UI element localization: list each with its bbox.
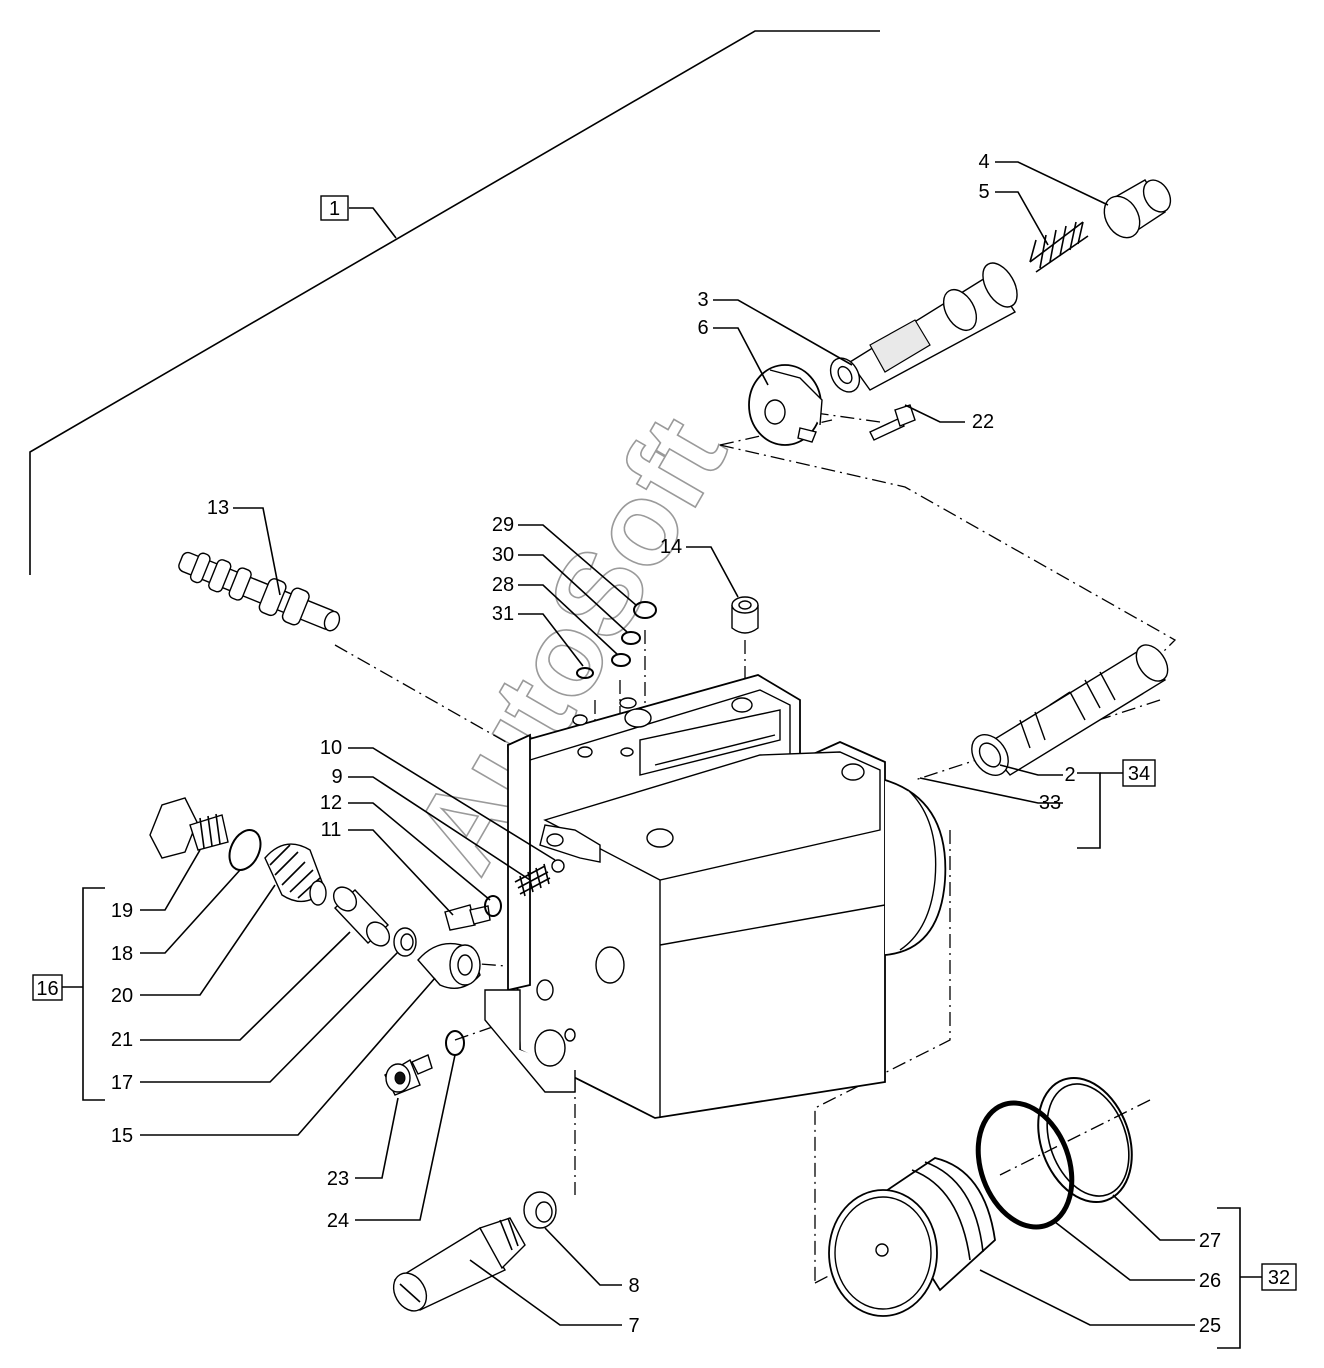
assembly-label-16: 16 — [32, 974, 63, 1001]
part-15-valve-seat — [417, 942, 481, 989]
bracket-32 — [1217, 1207, 1262, 1349]
callout-19: 19 — [111, 900, 133, 922]
callout-24: 24 — [327, 1210, 349, 1232]
callout-31: 31 — [492, 603, 514, 625]
assembly-label-34: 34 — [1122, 759, 1156, 787]
callout-15: 15 — [111, 1125, 133, 1147]
svg-text:16: 16 — [36, 978, 58, 1000]
callout-10: 10 — [320, 737, 342, 759]
part-3-spool — [829, 262, 1018, 393]
assembly-label-1: 1 — [320, 195, 349, 221]
callout-13: 13 — [207, 497, 229, 519]
callout-2: 2 — [1064, 764, 1075, 786]
o-rings-top — [576, 601, 657, 679]
callout-28: 28 — [492, 574, 514, 596]
callout-26: 26 — [1199, 1270, 1221, 1292]
callout-14: 14 — [660, 536, 682, 558]
part-21-sleeve — [332, 886, 391, 947]
callout-4: 4 — [978, 151, 989, 173]
part-22-screw — [869, 404, 916, 441]
callout-8: 8 — [628, 1275, 639, 1297]
assembly-1-outline — [29, 30, 880, 575]
part-24-o-ring — [445, 1030, 465, 1056]
callout-9: 9 — [331, 766, 342, 788]
part-23-plug — [384, 1054, 433, 1096]
part-6-cam — [748, 364, 823, 446]
part-11-screw — [444, 904, 491, 931]
svg-text:1: 1 — [329, 198, 340, 220]
part-4-cap — [1103, 179, 1172, 239]
callout-22: 22 — [972, 411, 994, 433]
callout-30: 30 — [492, 544, 514, 566]
part-25-piston — [828, 1157, 996, 1317]
callout-18: 18 — [111, 943, 133, 965]
callout-7: 7 — [628, 1315, 639, 1337]
svg-text:34: 34 — [1128, 763, 1150, 785]
part-14-plug — [731, 596, 759, 634]
part-19-banjo-bolt — [149, 797, 229, 859]
part-27-backup-ring — [1037, 1077, 1133, 1203]
callout-labels: 4 5 3 6 22 13 29 30 28 31 14 10 9 12 11 … — [111, 151, 1221, 1337]
callout-11: 11 — [321, 819, 342, 841]
part-20-filter — [264, 843, 327, 906]
part-8-washer — [523, 1191, 557, 1229]
part-10-ball — [551, 859, 565, 873]
part-7-adjuster — [392, 1217, 526, 1312]
part-5-spring — [1029, 221, 1089, 273]
callout-12: 12 — [320, 792, 342, 814]
bracket-34 — [1077, 772, 1123, 849]
callout-5: 5 — [978, 181, 989, 203]
callout-20: 20 — [111, 985, 133, 1007]
part-2-spool — [971, 644, 1169, 776]
callout-17: 17 — [111, 1072, 133, 1094]
part-13-spool — [178, 551, 341, 632]
callout-25: 25 — [1199, 1315, 1221, 1337]
part-18-o-ring — [228, 829, 262, 871]
part-9-spring — [514, 863, 551, 897]
svg-text:32: 32 — [1268, 1267, 1290, 1289]
callout-33: 33 — [1039, 792, 1061, 814]
callout-21: 21 — [111, 1029, 133, 1051]
callout-6: 6 — [697, 317, 708, 339]
leader-lines — [140, 161, 1195, 1326]
valve-body — [484, 674, 947, 1119]
callout-27: 27 — [1199, 1230, 1221, 1252]
part-26-seal-ring — [975, 1100, 1075, 1230]
bracket-16 — [62, 887, 105, 1101]
part-17-washer — [393, 927, 417, 957]
callout-23: 23 — [327, 1168, 349, 1190]
callout-3: 3 — [697, 289, 708, 311]
assembly-label-32: 32 — [1261, 1263, 1297, 1291]
callout-29: 29 — [492, 514, 514, 536]
part-12-o-ring — [484, 895, 502, 917]
